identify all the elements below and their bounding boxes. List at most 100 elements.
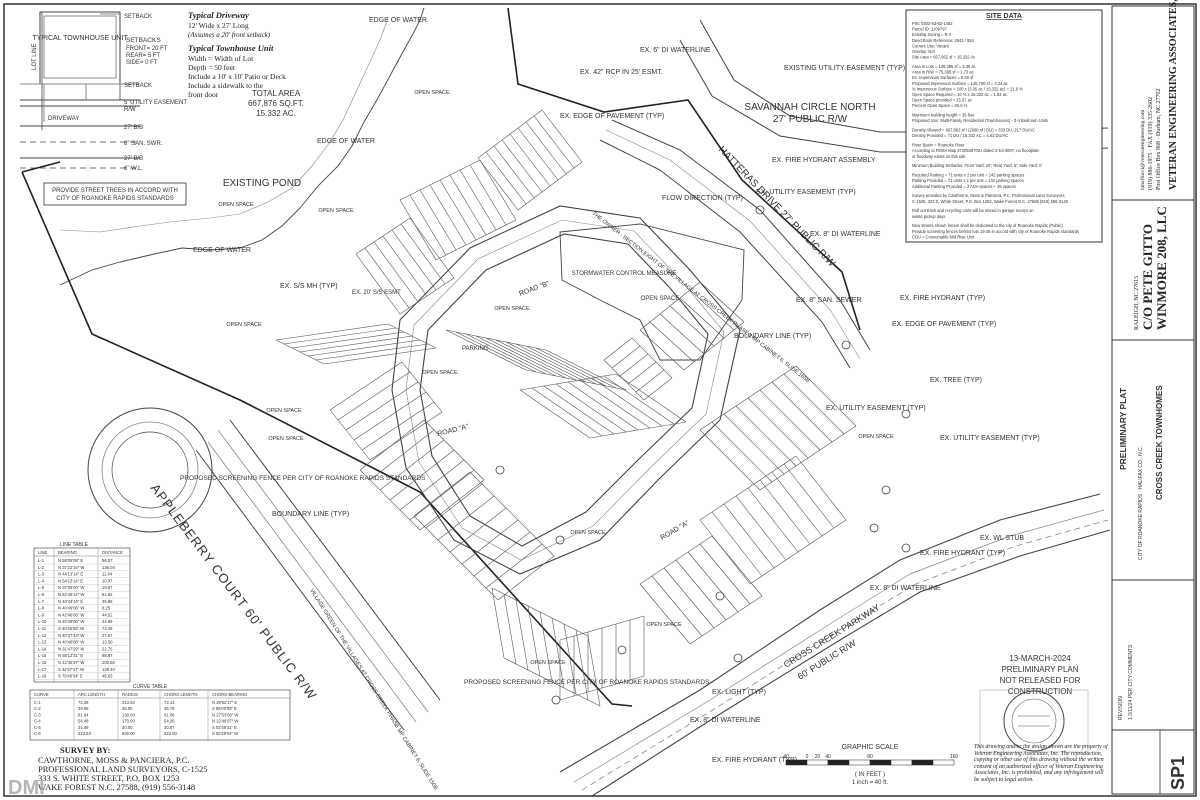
site-data-line: waste pickup days xyxy=(912,214,945,219)
lot-line xyxy=(449,507,507,553)
edge-of-water-label-2: EDGE OF WATER xyxy=(317,138,375,145)
scale-tick: 0 xyxy=(806,754,809,760)
line-table-cell: L-11 xyxy=(38,626,47,631)
scale-tick: 80 xyxy=(867,754,873,760)
firm-phone: (919) 886-1975 · FAX (919) 335-2602 xyxy=(1147,97,1154,190)
lot-line xyxy=(437,495,495,541)
lot-line xyxy=(419,479,485,531)
line-table-cell: N 40'46'06" W xyxy=(58,640,84,645)
site-data-line: Ex. Impervious Surfaces = 0.00 sf xyxy=(912,75,974,80)
ex-edge-pavement-label: EX. EDGE OF PAVEMENT (TYP) xyxy=(560,113,664,120)
line-table-cell: 56.57 xyxy=(102,558,113,563)
revision-header: REVISION xyxy=(1118,696,1124,720)
site-data-line: Overlay: N/A xyxy=(912,49,935,54)
lot-line xyxy=(711,421,773,483)
scale-ratio: 1 inch = 40 ft. xyxy=(852,780,889,786)
unit-note-5: front door xyxy=(188,90,219,99)
line-table-cell: N 40'43'14" E xyxy=(58,599,83,604)
stamp-date: 13-MARCH-2024 xyxy=(1009,654,1071,663)
lot-line xyxy=(485,337,567,379)
unit-note-4: Include a sidewalk to the xyxy=(188,81,264,90)
lot-line xyxy=(391,229,437,291)
line-table-cell: 128.40 xyxy=(102,667,115,672)
hydrant-symbol xyxy=(755,205,765,215)
line-table-cell: 22.75 xyxy=(102,646,113,651)
total-area: TOTAL AREA 667,876 SQ.FT. 15.332 AC. xyxy=(248,89,304,118)
lot-line xyxy=(345,381,419,431)
hydrant-symbol xyxy=(555,535,565,545)
typical-unit-detail: TYPICAL TOWNHOUSE UNIT LOT LINE SETBACK … xyxy=(20,11,187,172)
hydrant-symbol xyxy=(869,523,879,533)
curve-table-title: CURVE TABLE xyxy=(133,684,168,690)
pond-inner-edge xyxy=(59,17,389,233)
lot-line xyxy=(535,347,617,389)
line-table-cell: 73.46 xyxy=(102,626,113,631)
lot-line xyxy=(649,321,695,363)
road-a-label-2: ROAD "A" xyxy=(660,520,691,542)
total-area-label: TOTAL AREA xyxy=(252,89,301,98)
boundary-line-label-1: BOUNDARY LINE (TYP) xyxy=(734,333,811,340)
line-table-cell: 46.63 xyxy=(102,674,113,679)
lot-line xyxy=(567,381,639,431)
client-contact: C/O PETE GITTO xyxy=(1140,224,1155,330)
site-data-line: C-1525, 333 S. White Street, P.O. Box 12… xyxy=(912,199,1069,204)
line-table-cell: L-3 xyxy=(38,572,45,577)
lot-line xyxy=(627,361,657,385)
lot-line xyxy=(699,281,745,323)
open-space-label: OPEN SPACE xyxy=(268,436,304,442)
unit-note-1: Width = Width of Lot xyxy=(188,54,254,63)
site-data-line: Proposed Impervious Surface = 145,780 sf… xyxy=(912,81,1008,86)
firm-address: Post Office Box 868 · Durham, NC 27702 xyxy=(1155,88,1162,190)
ex-wl-stub-label: EX. WL STUB xyxy=(980,535,1024,542)
hydrant-symbol xyxy=(617,645,627,655)
driveway-note-2: (Assumes a 20' front setback) xyxy=(188,31,271,39)
lot-line xyxy=(413,471,471,517)
line-table-cell: N 37'22'34" W xyxy=(58,565,84,570)
lot-line xyxy=(515,599,529,671)
lot-line xyxy=(449,174,487,236)
typical-unit-title: TYPICAL TOWNHOUSE UNIT xyxy=(32,35,128,42)
lot-line xyxy=(723,413,785,475)
site-data-line: Deed Book Reference: 2943 / 554 xyxy=(912,38,975,43)
hydrant-symbol xyxy=(715,591,725,601)
lot-line xyxy=(425,483,483,529)
curve-table-cell: 61.64 xyxy=(78,712,89,717)
curve-table-cell: S 50'29'04" W xyxy=(212,731,238,736)
curve-table-cell: 31.49 xyxy=(78,725,89,730)
wl-label: 6" W.L. xyxy=(124,166,143,172)
hydrant-symbol xyxy=(901,543,911,553)
line-table-cell: 13.50 xyxy=(102,640,113,645)
lot-line xyxy=(429,184,467,246)
hydrant-symbol xyxy=(881,485,891,495)
hydrant-symbol xyxy=(901,409,911,419)
line-table-cell: 11.84 xyxy=(102,572,113,577)
lot-line xyxy=(283,327,397,345)
road-b-label: ROAD "B" xyxy=(518,280,551,298)
lot-line xyxy=(491,587,505,659)
ex-ss-mh-label: EX. S/S MH (TYP) xyxy=(280,283,338,290)
line-table-cell: S 79'49'34" E xyxy=(58,674,83,679)
open-space-label: OPEN SPACE xyxy=(646,622,682,628)
client-name: WINMORE 208, LLC xyxy=(1154,206,1169,330)
site-data-line: Maximum building height = 35 feet xyxy=(912,113,975,118)
site-data-line: Proposed Use: Multi-Family Residential (… xyxy=(912,118,1048,123)
lot-line xyxy=(473,531,531,577)
lot-line xyxy=(591,377,663,427)
line-table-cell: L-14 xyxy=(38,646,47,651)
line-table-cell: N 37'05'00" W xyxy=(58,585,84,590)
lot-line xyxy=(503,593,517,665)
setback-rear: REAR= 5 FT xyxy=(126,53,161,59)
site-data-line: Site Area = 667,862 sf = 15.332 Ac xyxy=(912,55,975,60)
lot-line xyxy=(329,361,403,411)
open-space-label: OPEN SPACE xyxy=(266,408,302,414)
lot-line xyxy=(477,157,519,211)
lot-line xyxy=(639,329,685,371)
lot-line xyxy=(439,179,477,241)
scale-tick: 40 xyxy=(825,754,831,760)
lot-line xyxy=(485,543,543,589)
curve-table-cell: S 02'46'31" E xyxy=(212,725,237,730)
surveyor-block: SURVEY BY: CAWTHORNE, MOSS & PANCIERA, P… xyxy=(38,745,208,792)
site-data-line: or floodway exists on this site xyxy=(912,154,966,159)
lot-line xyxy=(689,289,735,331)
